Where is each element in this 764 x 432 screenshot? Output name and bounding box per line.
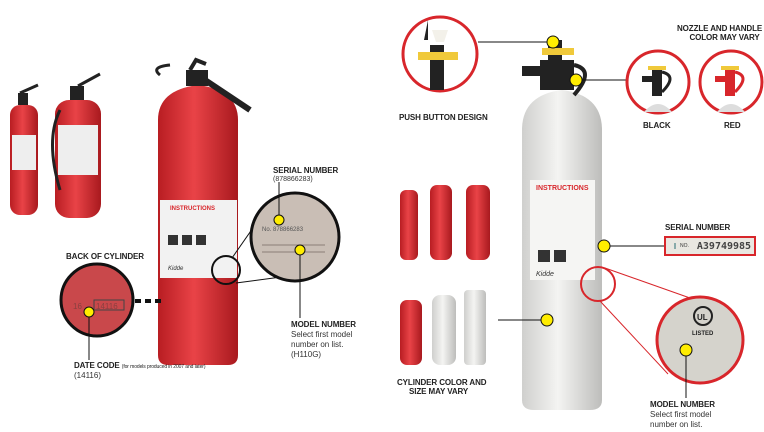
red-label: RED <box>724 121 741 130</box>
nozzle-title-line1: NOZZLE AND HANDLE <box>677 24 763 33</box>
date-code-title: DATE CODE <box>74 361 120 370</box>
push-button-circle <box>401 15 479 93</box>
right-serial-label: SERIAL NUMBER <box>665 223 731 232</box>
left-model-desc: Select first model number on list. (H110… <box>291 330 353 359</box>
svg-text:No. 878866283: No. 878866283 <box>262 227 304 233</box>
small-red-extinguisher <box>10 83 39 215</box>
white-extinguisher: INSTRUCTIONS Kidde <box>522 40 602 410</box>
model-zoom-circle: UL LISTED <box>655 295 745 385</box>
svg-text:LISTED: LISTED <box>692 331 714 337</box>
red-nozzle-circle <box>698 49 764 115</box>
serial-number-plate: NO. A39749985 <box>664 236 756 256</box>
serial-value: A39749985 <box>696 240 752 252</box>
serial-prefix: NO. <box>674 243 689 249</box>
medium-red-extinguisher <box>51 72 101 218</box>
left-serial-label: SERIAL NUMBER <box>273 166 339 175</box>
back-of-cylinder-circle: 16 14116 <box>59 262 135 338</box>
push-button-label: PUSH BUTTON DESIGN <box>399 113 488 122</box>
svg-text:Kidde: Kidde <box>536 271 554 278</box>
black-label: BLACK <box>643 121 671 130</box>
black-nozzle-circle <box>625 49 691 115</box>
svg-text:16: 16 <box>73 302 82 311</box>
date-code-note: (for models produced in 2007 and later) <box>121 364 206 370</box>
left-serial-value: (878866283) <box>273 176 313 183</box>
right-model-desc: Select first model number on list. <box>650 410 712 429</box>
left-model-label: MODEL NUMBER <box>291 320 356 329</box>
svg-text:UL: UL <box>697 313 708 322</box>
extinguisher-variants <box>400 185 490 365</box>
svg-text:INSTRUCTIONS: INSTRUCTIONS <box>170 206 215 212</box>
svg-text:INSTRUCTIONS: INSTRUCTIONS <box>536 185 589 192</box>
cylinder-line1: CYLINDER COLOR AND <box>397 378 487 387</box>
cylinder-line2: SIZE MAY VARY <box>409 387 469 396</box>
date-code-value: (14116) <box>74 371 101 380</box>
date-code-label: DATE CODE (for models produced in 2007 a… <box>74 361 206 370</box>
right-model-label: MODEL NUMBER <box>650 400 715 409</box>
nozzle-title-line2: COLOR MAY VARY <box>689 33 760 42</box>
back-of-cylinder-label: BACK OF CYLINDER <box>66 252 144 261</box>
large-red-extinguisher: INSTRUCTIONS Kidde <box>155 57 252 365</box>
serial-zoom-circle: No. 878866283 <box>249 191 341 283</box>
svg-text:14116: 14116 <box>96 302 118 311</box>
svg-text:Kidde: Kidde <box>168 266 184 272</box>
